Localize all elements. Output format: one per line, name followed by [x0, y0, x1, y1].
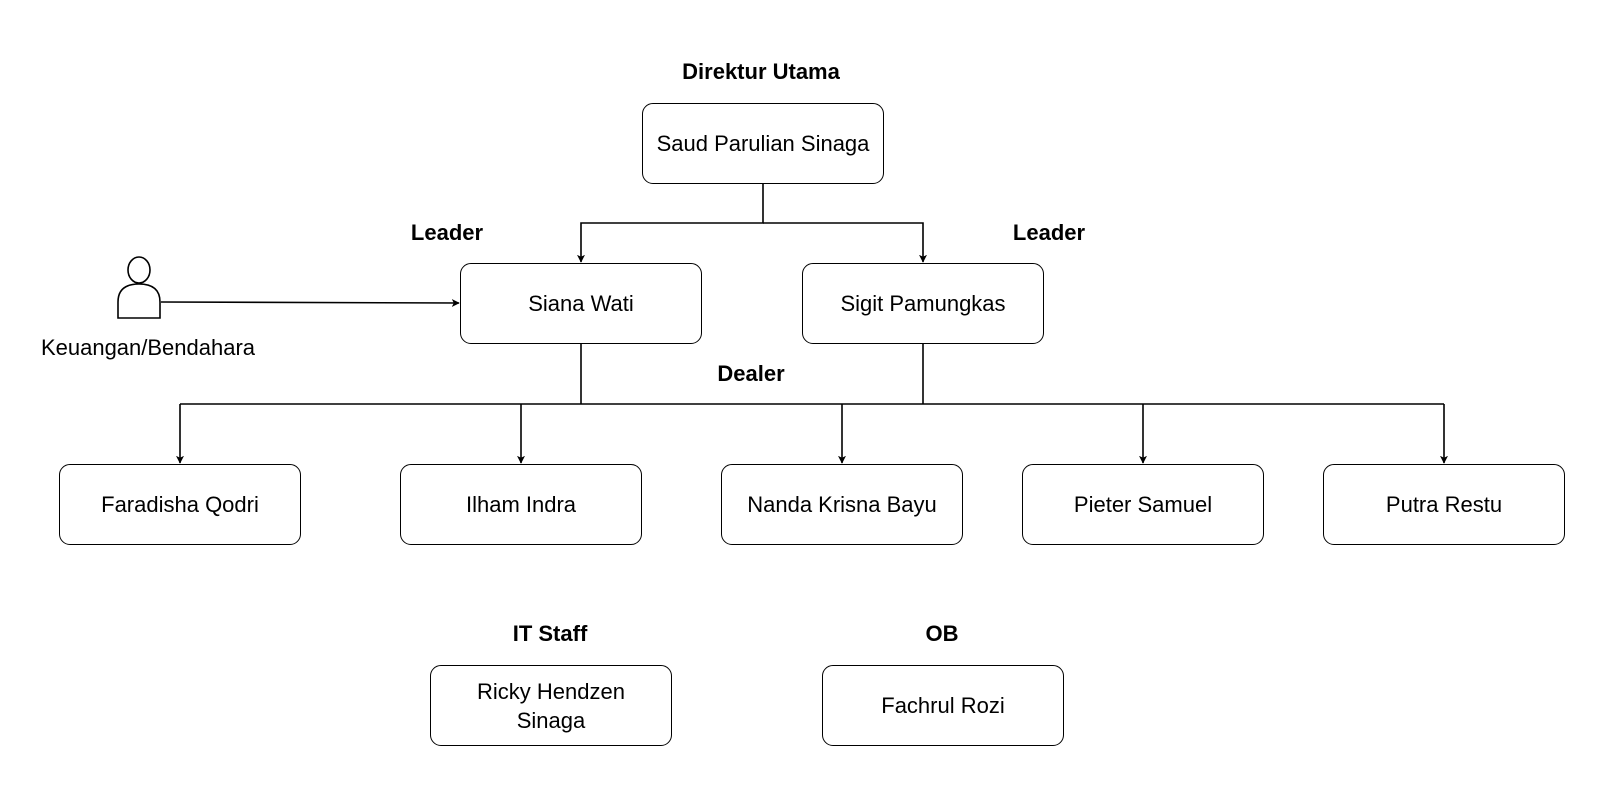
dealer-box[interactable]: Putra Restu [1323, 464, 1565, 545]
role-label-leader-right: Leader [1012, 220, 1086, 245]
it-staff-box[interactable]: Ricky Hendzen Sinaga [430, 665, 672, 746]
ob-box[interactable]: Fachrul Rozi [822, 665, 1064, 746]
dealer-box[interactable]: Faradisha Qodri [59, 464, 301, 545]
dealer-box[interactable]: Pieter Samuel [1022, 464, 1264, 545]
role-label-leader-left: Leader [410, 220, 484, 245]
dealer-box[interactable]: Ilham Indra [400, 464, 642, 545]
connector-actor-to-leader-1 [160, 298, 460, 307]
director-box[interactable]: Saud Parulian Sinaga [642, 103, 884, 184]
connector-director-to-leader-2 [763, 222, 927, 263]
leader-box-1[interactable]: Siana Wati [460, 263, 702, 344]
role-label-director: Direktur Utama [682, 59, 840, 84]
connector-director-to-leaders [577, 184, 764, 263]
leader-box-2[interactable]: Sigit Pamungkas [802, 263, 1044, 344]
role-label-ob: OB [925, 621, 959, 646]
actor-label: Keuangan/Bendahara [40, 335, 256, 360]
person-icon [117, 256, 161, 319]
role-label-it-staff: IT Staff [512, 621, 588, 646]
role-label-dealer: Dealer [717, 361, 785, 386]
dealer-box[interactable]: Nanda Krisna Bayu [721, 464, 963, 545]
